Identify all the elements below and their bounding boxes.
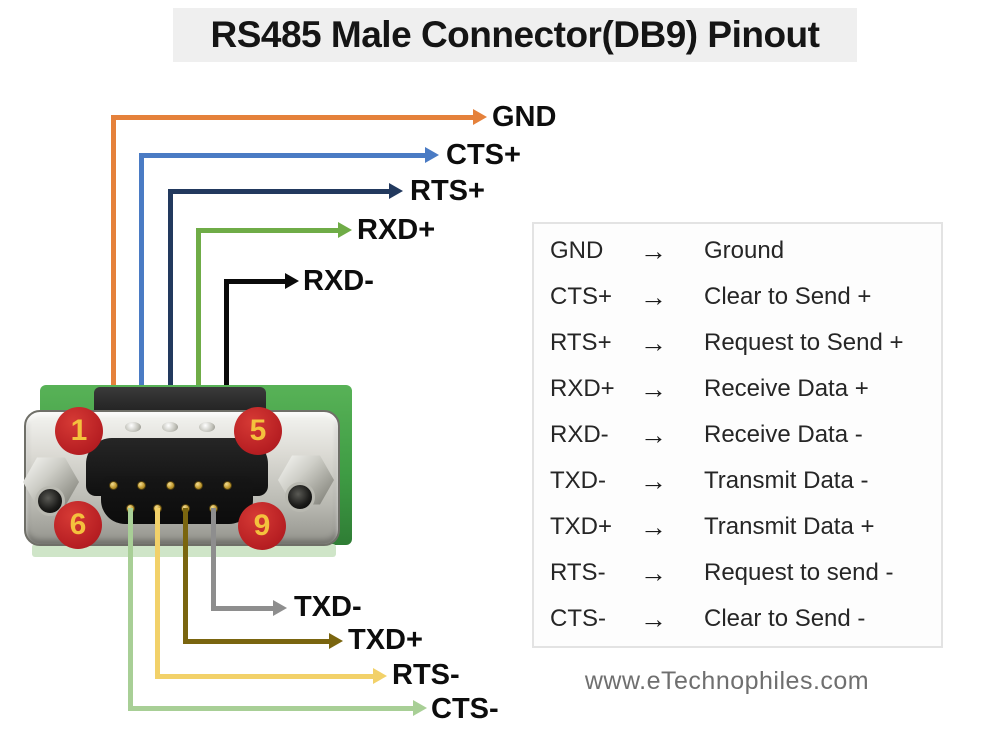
legend-description: Receive Data + (704, 375, 869, 402)
legend-row: CTS+ → Clear to Send + (550, 282, 935, 313)
wire-label-cts-minus: CTS- (431, 693, 499, 725)
arrow-right-icon: → (640, 235, 667, 266)
arrow-right-icon: → (640, 327, 667, 358)
pin-number-badge-9: 9 (238, 502, 286, 550)
arrow-right-icon (413, 700, 427, 716)
title-bar: RS485 Male Connector(DB9) Pinout (173, 8, 857, 62)
wire-cts-plus-vertical (139, 153, 144, 485)
legend-signal: CTS- (550, 605, 606, 632)
rivet (199, 422, 215, 432)
wire-label-rxd-plus: RXD+ (357, 214, 436, 246)
arrow-right-icon: → (640, 281, 667, 312)
wire-label-rts-minus: RTS- (392, 659, 460, 691)
wire-rts-minus-horizontal (155, 674, 373, 679)
legend-description: Request to send - (704, 559, 894, 586)
arrow-right-icon (389, 183, 403, 199)
legend-signal: TXD- (550, 467, 606, 494)
arrow-right-icon (425, 147, 439, 163)
page-title: RS485 Male Connector(DB9) Pinout (210, 14, 820, 55)
arrow-right-icon (329, 633, 343, 649)
wire-cts-minus-horizontal (128, 706, 413, 711)
legend-signal: TXD+ (550, 513, 613, 540)
arrow-right-icon (273, 600, 287, 616)
wire-rxd-plus-horizontal (196, 228, 338, 233)
legend-signal: GND (550, 237, 604, 264)
legend-description: Ground (704, 237, 785, 264)
legend-row: TXD+ → Transmit Data + (550, 512, 935, 543)
legend-description: Clear to Send + (704, 283, 872, 310)
legend-row: TXD- → Transmit Data - (550, 466, 935, 497)
website-credit: www.eTechnophiles.com (584, 667, 870, 695)
wire-label-cts-plus: CTS+ (446, 139, 521, 171)
legend-row: RXD- → Receive Data - (550, 420, 935, 451)
arrow-right-icon: → (640, 465, 667, 496)
rivet (162, 422, 178, 432)
wire-gnd-vertical (111, 115, 116, 485)
wire-rxd-minus-vertical (224, 279, 229, 485)
wire-txd-plus-vertical (183, 508, 188, 644)
wire-rxd-minus-horizontal (224, 279, 285, 284)
legend-signal: RTS- (550, 559, 606, 586)
arrow-right-icon: → (640, 373, 667, 404)
screw-hole-left (35, 486, 65, 516)
wire-cts-minus-vertical (128, 508, 133, 711)
wire-rxd-plus-vertical (196, 228, 201, 485)
legend-signal: CTS+ (550, 283, 613, 310)
pin-3 (166, 481, 175, 490)
wire-label-rts-plus: RTS+ (410, 175, 485, 207)
wire-txd-minus-vertical (211, 508, 216, 611)
rivet (125, 422, 141, 432)
arrow-right-icon: → (640, 557, 667, 588)
arrow-right-icon: → (640, 511, 667, 542)
legend-row: RTS- → Request to send - (550, 558, 935, 589)
pin-number-badge-6: 6 (54, 501, 102, 549)
wire-gnd-horizontal (111, 115, 473, 120)
wire-txd-minus-horizontal (211, 606, 273, 611)
arrow-right-icon (338, 222, 352, 238)
pin-number-badge-5: 5 (234, 407, 282, 455)
wire-label-rxd-minus: RXD- (303, 265, 374, 297)
wire-label-txd-plus: TXD+ (348, 624, 423, 656)
legend-signal: RTS+ (550, 329, 612, 356)
pin-2 (137, 481, 146, 490)
pin-5 (223, 481, 232, 490)
legend-description: Clear to Send - (704, 605, 866, 632)
wire-rts-plus-vertical (168, 189, 173, 485)
legend-description: Transmit Data - (704, 467, 869, 494)
wire-rts-plus-horizontal (168, 189, 389, 194)
pin-4 (194, 481, 203, 490)
arrow-right-icon (373, 668, 387, 684)
pin-number-badge-1: 1 (55, 407, 103, 455)
legend-signal: RXD+ (550, 375, 615, 402)
wire-label-txd-minus: TXD- (294, 591, 362, 623)
legend-row: RTS+ → Request to Send + (550, 328, 935, 359)
arrow-right-icon: → (640, 603, 667, 634)
wire-label-gnd: GND (492, 101, 557, 133)
legend-row: CTS- → Clear to Send - (550, 604, 935, 635)
pin-1 (109, 481, 118, 490)
wire-txd-plus-horizontal (183, 639, 329, 644)
wire-rts-minus-vertical (155, 508, 160, 679)
legend-description: Receive Data - (704, 421, 863, 448)
wire-cts-plus-horizontal (139, 153, 425, 158)
legend-signal: RXD- (550, 421, 609, 448)
legend-description: Request to Send + (704, 329, 904, 356)
signal-legend-panel: GND → Ground CTS+ → Clear to Send + RTS+… (532, 222, 943, 648)
arrow-right-icon: → (640, 419, 667, 450)
legend-description: Transmit Data + (704, 513, 875, 540)
legend-row: GND → Ground (550, 236, 935, 267)
db9-connector: 1 5 6 9 (22, 378, 354, 564)
arrow-right-icon (285, 273, 299, 289)
arrow-right-icon (473, 109, 487, 125)
legend-row: RXD+ → Receive Data + (550, 374, 935, 405)
screw-hole-right (285, 482, 315, 512)
